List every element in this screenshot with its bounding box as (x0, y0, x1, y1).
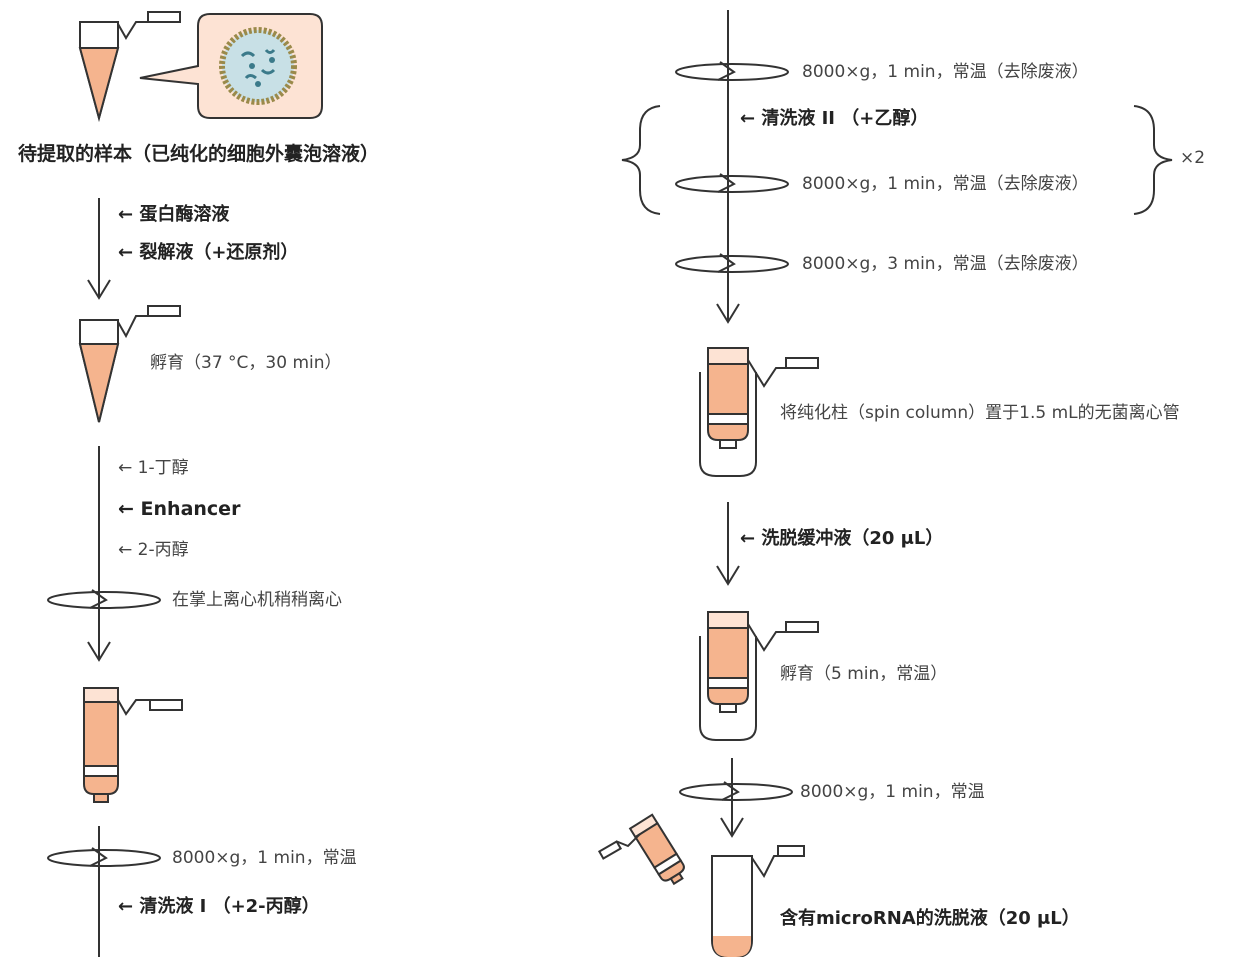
step-add-enhancer: ← Enhancer (118, 498, 241, 520)
rotation-icon (47, 847, 161, 867)
step-spin-4: 8000×g，3 min，常温（去除废液） (802, 254, 1089, 274)
step-spin-3: 8000×g，1 min，常温（去除废液） (802, 174, 1089, 194)
step-incubate-1: 孵育（37 °C，30 min） (150, 353, 342, 373)
rotation-icon (675, 61, 789, 81)
step-spin-2: 8000×g，1 min，常温（去除废液） (802, 62, 1089, 82)
sample-caption: 待提取的样本（已纯化的细胞外囊泡溶液） (18, 143, 380, 165)
step-place-column: 将纯化柱（spin column）置于1.5 mL的无菌离心管 (780, 403, 1180, 423)
rotation-icon (675, 253, 789, 273)
spin-column-left (83, 687, 183, 803)
step-spin-5: 8000×g，1 min，常温 (800, 782, 985, 802)
rotation-icon (675, 173, 789, 193)
left-brace (621, 105, 661, 215)
rotation-icon (679, 781, 793, 801)
step-add-elution: ← 洗脱缓冲液（20 μL） (740, 528, 944, 549)
step-add-propanol: ← 2-丙醇 (118, 540, 189, 560)
repeat-label: ×2 (1180, 148, 1206, 168)
step-add-protease: ← 蛋白酶溶液 (118, 204, 230, 225)
eluate-tube (711, 845, 805, 957)
step-spin-1: 8000×g，1 min，常温 (172, 848, 357, 868)
step-incubate-2: 孵育（5 min，常温） (780, 664, 948, 684)
incubation-tube (78, 305, 181, 423)
step-add-lysis: ← 裂解液（+还原剂） (118, 242, 299, 263)
right-brace (1133, 105, 1173, 215)
step-add-butanol: ← 1-丁醇 (118, 458, 189, 478)
discarded-column (628, 813, 685, 886)
column-in-tube (699, 347, 819, 477)
eluate-caption: 含有microRNA的洗脱液（20 μL） (780, 908, 1080, 929)
vesicle-callout (139, 13, 323, 119)
sample-tube (78, 11, 181, 122)
step-add-wash-2: ← 清洗液 II （+乙醇） (740, 108, 929, 129)
step-add-wash-1: ← 清洗液 I （+2-丙醇） (118, 896, 320, 917)
rotation-icon (47, 589, 161, 609)
step-spin-palm: 在掌上离心机稍稍离心 (172, 590, 342, 610)
vesicle-icon (219, 27, 297, 105)
column-in-tube-incubating (699, 611, 819, 741)
